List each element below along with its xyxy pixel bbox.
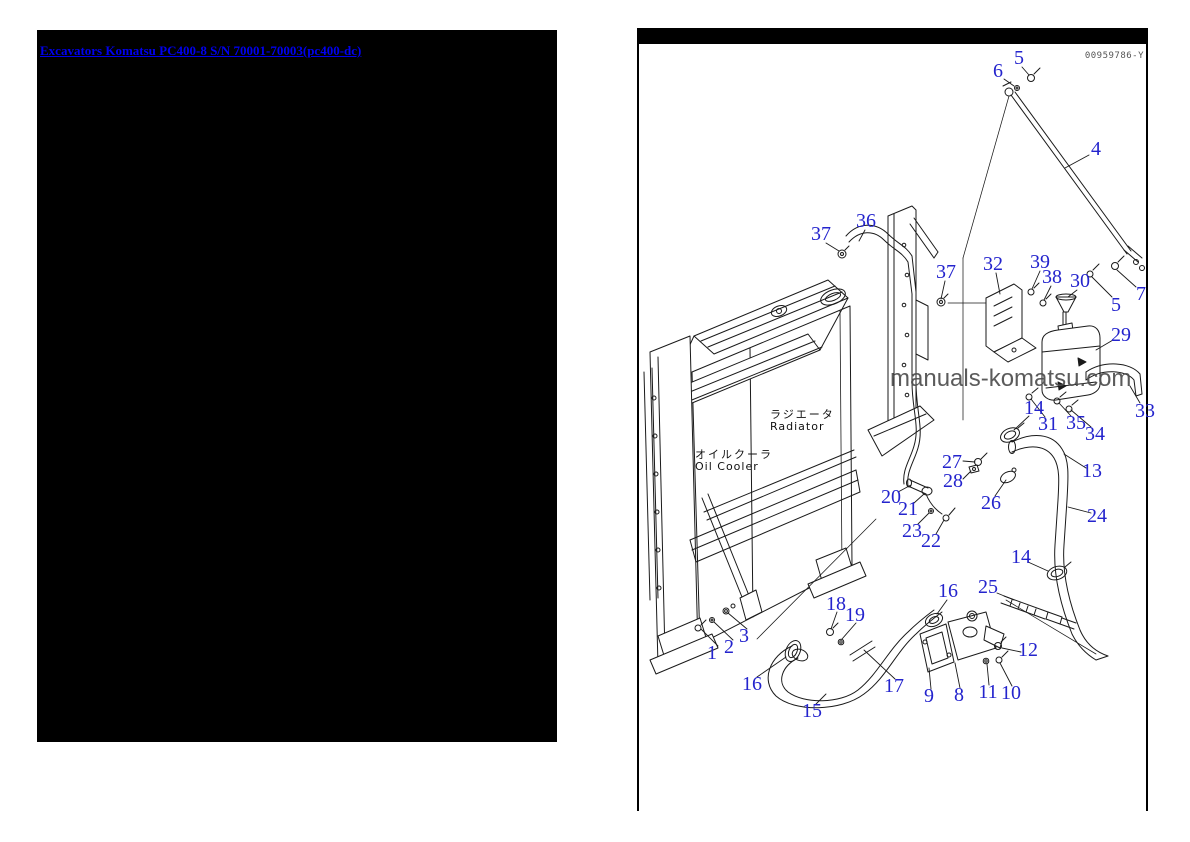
phantom-lines [756,95,1097,655]
clamps-drawing [791,245,1072,662]
center-bracket-drawing [867,205,939,457]
hose-33-drawing [1085,363,1143,397]
tube-36-drawing [845,224,921,487]
misc-bolts-drawing [694,603,845,646]
hose-15-drawing [767,609,943,709]
reservoir-tank-drawing [1041,293,1101,401]
tank-bolts-drawing [1025,387,1079,413]
radiator-label-jp: ラジエータ [770,408,835,421]
callout-leader-lines [700,66,1141,705]
oil-cooler-label-en: Oil Cooler [695,460,759,473]
housing-drawing [919,595,1077,673]
watermark-text: manuals-komatsu.com [890,365,1132,392]
breadcrumb-link[interactable]: Excavators Komatsu PC400-8 S/N 70001-700… [40,43,362,58]
radiator-assembly-drawing [643,279,867,675]
bracket-32-drawing [985,282,1052,363]
rod-4-drawing [1002,67,1145,278]
radiator-label-en: Radiator [770,420,825,433]
hose-13-drawing [1008,435,1109,661]
oil-cooler-label-jp: オイルクーラ [695,448,773,461]
small-pipe-drawing [906,452,988,522]
left-black-panel [37,30,557,742]
drawing-number: 00959786-Y [1084,51,1144,61]
